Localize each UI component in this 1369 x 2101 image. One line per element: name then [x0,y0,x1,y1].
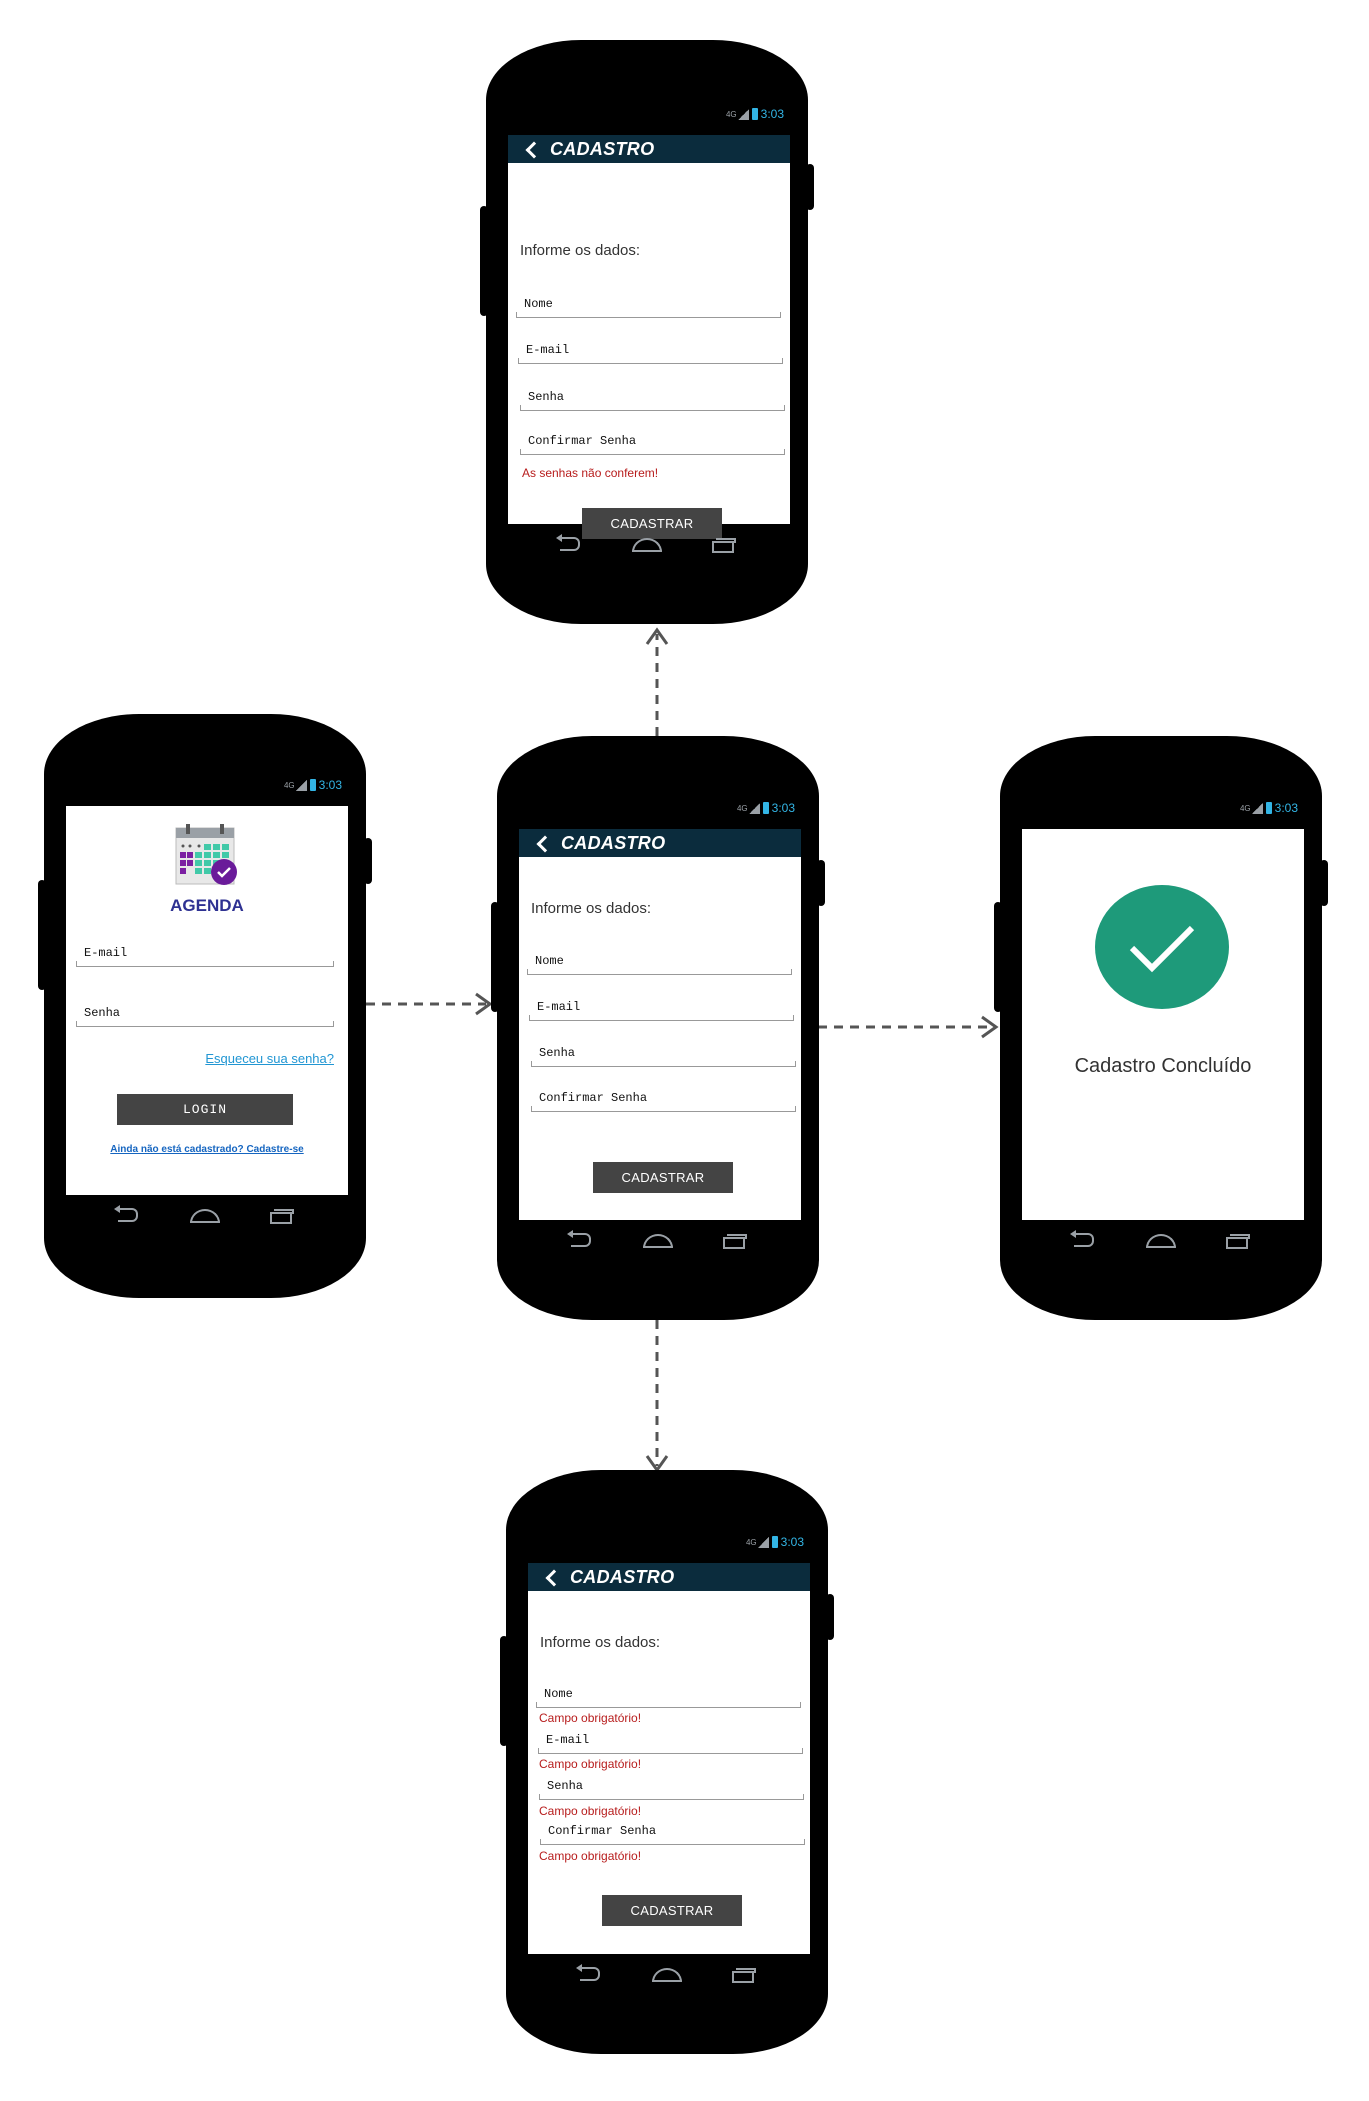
page-title: CADASTRO [550,138,655,159]
nav-back-icon[interactable] [576,1964,600,1981]
success-message: Cadastro Concluído [1074,1055,1252,1077]
back-arrow-icon[interactable] [544,1570,558,1584]
password-required-error: Campo obrigatório! [539,1804,642,1818]
nav-recent-apps-icon[interactable] [732,1968,756,1983]
status-time: 3:03 [780,1535,804,1549]
battery-icon [1265,802,1272,814]
nav-home-icon[interactable] [1146,1234,1176,1248]
nav-bar [556,532,736,556]
back-arrow-icon[interactable] [535,836,549,850]
form-subtitle: Informe os dados: [520,242,641,259]
battery-icon [309,779,316,791]
confirm-required-error: Campo obrigatório! [539,1849,642,1863]
check-circle-icon [1095,885,1229,1009]
signal-icon [748,802,760,814]
name-field[interactable]: Nome [516,295,781,318]
forgot-password-link[interactable]: Esqueceu sua senha? [205,1051,334,1066]
name-field[interactable]: Nome [527,952,792,975]
register-link[interactable]: Ainda não está cadastrado? Cadastre-se [110,1144,304,1155]
name-required-error: Campo obrigatório! [539,1711,642,1725]
nav-back-icon[interactable] [1070,1230,1094,1247]
battery-icon [762,802,769,814]
signal-icon [757,1536,769,1548]
signal-icon [737,108,749,120]
login-button[interactable]: LOGIN [117,1094,293,1125]
status-time: 3:03 [771,801,795,815]
confirm-password-field[interactable]: Confirmar Senha [540,1822,805,1845]
cadastrar-button[interactable]: CADASTRAR [602,1895,742,1926]
email-field[interactable]: E-mail [76,944,334,967]
form-subtitle: Informe os dados: [540,1634,661,1651]
status-time: 3:03 [318,778,342,792]
confirm-password-field[interactable]: Confirmar Senha [531,1089,796,1112]
app-bar: CADASTRO [508,135,790,163]
cadastrar-button[interactable]: CADASTRAR [582,508,722,539]
name-field[interactable]: Nome [536,1685,801,1708]
nav-home-icon[interactable] [632,538,662,552]
email-field[interactable]: E-mail [538,1731,803,1754]
nav-bar [1070,1228,1250,1252]
nav-recent-apps-icon[interactable] [1226,1234,1250,1249]
password-field[interactable]: Senha [531,1044,796,1067]
nav-recent-apps-icon[interactable] [723,1234,747,1249]
confirm-password-field[interactable]: Confirmar Senha [520,432,785,455]
password-mismatch-error: As senhas não conferem! [522,466,659,480]
password-field[interactable]: Senha [76,1004,334,1027]
email-field[interactable]: E-mail [529,998,794,1021]
battery-icon [771,1536,778,1548]
back-arrow-icon[interactable] [524,142,538,156]
nav-home-icon[interactable] [652,1968,682,1982]
nav-bar [114,1203,294,1227]
status-time: 3:03 [760,107,784,121]
nav-bar [576,1962,756,1986]
nav-back-icon[interactable] [556,534,580,551]
nav-back-icon[interactable] [114,1205,138,1222]
form-subtitle: Informe os dados: [531,900,652,917]
nav-home-icon[interactable] [643,1234,673,1248]
email-required-error: Campo obrigatório! [539,1757,642,1771]
signal-icon [1251,802,1263,814]
nav-home-icon[interactable] [190,1209,220,1223]
password-field[interactable]: Senha [520,388,785,411]
calendar-check-icon [175,824,237,885]
app-bar: CADASTRO [528,1563,810,1591]
nav-recent-apps-icon[interactable] [270,1209,294,1224]
page-title: CADASTRO [561,832,666,853]
nav-recent-apps-icon[interactable] [712,538,736,553]
status-time: 3:03 [1274,801,1298,815]
nav-bar [567,1228,747,1252]
password-field[interactable]: Senha [539,1777,804,1800]
app-name: AGENDA [170,896,244,915]
cadastrar-button[interactable]: CADASTRAR [593,1162,733,1193]
battery-icon [751,108,758,120]
nav-back-icon[interactable] [567,1230,591,1247]
email-field[interactable]: E-mail [518,341,783,364]
page-title: CADASTRO [570,1566,675,1587]
signal-icon [295,779,307,791]
app-bar: CADASTRO [519,829,801,857]
